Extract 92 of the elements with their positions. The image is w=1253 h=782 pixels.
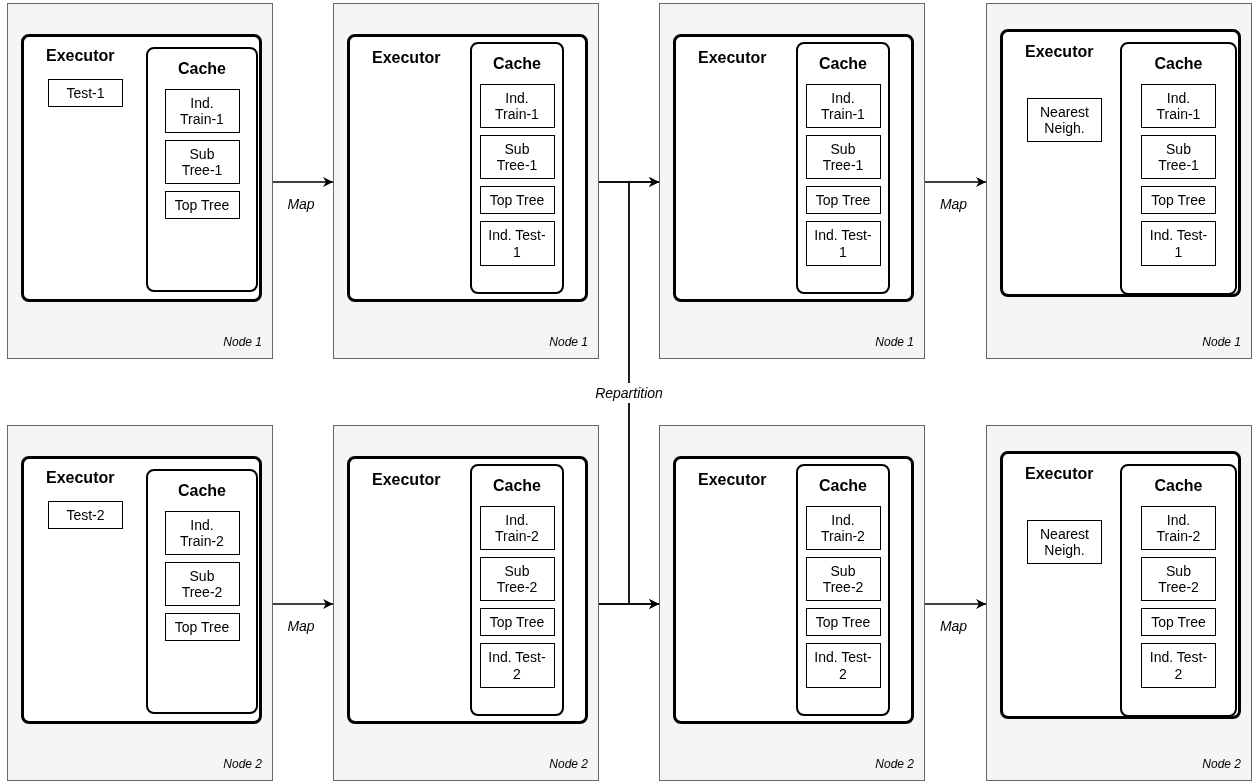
item-box: Top Tree bbox=[1141, 608, 1216, 637]
executor-box bbox=[673, 34, 914, 302]
cache-title: Cache bbox=[177, 60, 227, 78]
item-box: Ind. Train-1 bbox=[164, 89, 240, 134]
item-box: Ind. Train-2 bbox=[164, 511, 240, 556]
item-box: Top Tree bbox=[164, 191, 240, 220]
executor-title: Executor bbox=[698, 471, 767, 489]
item-box: Ind. Test-2 bbox=[479, 643, 555, 688]
item-box: Ind. Train-2 bbox=[805, 506, 881, 551]
executor-box bbox=[21, 456, 262, 724]
executor-title: Executor bbox=[1025, 465, 1094, 483]
cache-box bbox=[1120, 464, 1237, 717]
item-box: Ind. Test-1 bbox=[805, 221, 881, 266]
item-box: Top Tree bbox=[164, 613, 240, 642]
executor-box bbox=[673, 456, 914, 724]
item-box: Top Tree bbox=[805, 608, 881, 637]
edge-label: Map bbox=[939, 196, 968, 212]
edge-label: Map bbox=[287, 618, 315, 634]
node-panel bbox=[659, 425, 925, 781]
item-box: Ind. Train-1 bbox=[479, 84, 555, 129]
item-box: Top Tree bbox=[479, 608, 555, 637]
item-box: Sub Tree-1 bbox=[1141, 135, 1216, 180]
item-box: Test-1 bbox=[48, 79, 123, 108]
cache-title: Cache bbox=[1153, 477, 1204, 495]
cache-title: Cache bbox=[1153, 55, 1204, 73]
node-panel bbox=[7, 3, 273, 359]
item-box: Sub Tree-1 bbox=[479, 135, 555, 180]
item-box: Top Tree bbox=[479, 186, 555, 215]
cache-box bbox=[796, 464, 890, 716]
arrow bbox=[924, 177, 987, 187]
cache-title: Cache bbox=[492, 477, 542, 495]
item-box: Ind. Train-1 bbox=[805, 84, 881, 129]
cache-box bbox=[1120, 42, 1237, 295]
arrow bbox=[272, 599, 334, 609]
item-box: Nearest Neigh. bbox=[1027, 98, 1102, 143]
cache-box bbox=[796, 42, 890, 294]
item-box: Sub Tree-2 bbox=[1141, 557, 1216, 602]
executor-title: Executor bbox=[1025, 43, 1094, 61]
item-box: Ind. Test-1 bbox=[1141, 221, 1216, 266]
node-panel bbox=[7, 425, 273, 781]
node-label: Node 2 bbox=[875, 757, 914, 771]
item-box: Ind. Test-1 bbox=[479, 221, 555, 266]
cache-title: Cache bbox=[492, 55, 542, 73]
item-box: Ind. Train-2 bbox=[1141, 506, 1216, 551]
executor-box bbox=[347, 456, 588, 724]
edge-label: Map bbox=[287, 196, 315, 212]
cache-box bbox=[146, 469, 258, 714]
item-box: Sub Tree-1 bbox=[805, 135, 881, 180]
cache-title: Cache bbox=[818, 55, 868, 73]
arrow bbox=[598, 599, 660, 609]
executor-title: Executor bbox=[46, 47, 115, 65]
item-box: Top Tree bbox=[1141, 186, 1216, 215]
item-box: Test-2 bbox=[48, 501, 123, 530]
item-box: Sub Tree-2 bbox=[805, 557, 881, 602]
edge-label: Repartition bbox=[592, 383, 666, 403]
item-box: Sub Tree-1 bbox=[164, 140, 240, 185]
node-label: Node 1 bbox=[549, 335, 588, 349]
node-panel bbox=[333, 425, 599, 781]
node-label: Node 1 bbox=[223, 335, 262, 349]
executor-title: Executor bbox=[372, 471, 441, 489]
node-label: Node 1 bbox=[1202, 335, 1241, 349]
executor-title: Executor bbox=[46, 469, 115, 487]
cache-box bbox=[146, 47, 258, 292]
arrow bbox=[924, 599, 987, 609]
executor-title: Executor bbox=[372, 49, 441, 67]
item-box: Ind. Train-2 bbox=[479, 506, 555, 551]
item-box: Top Tree bbox=[805, 186, 881, 215]
cache-title: Cache bbox=[818, 477, 868, 495]
edge-label: Map bbox=[939, 618, 968, 634]
item-box: Ind. Train-1 bbox=[1141, 84, 1216, 129]
item-box: Ind. Test-2 bbox=[1141, 643, 1216, 688]
node-label: Node 2 bbox=[549, 757, 588, 771]
node-panel bbox=[659, 3, 925, 359]
node-label: Node 1 bbox=[875, 335, 914, 349]
node-label: Node 2 bbox=[223, 757, 262, 771]
cache-box bbox=[470, 464, 564, 716]
arrow bbox=[272, 177, 334, 187]
executor-title: Executor bbox=[698, 49, 767, 67]
item-box: Nearest Neigh. bbox=[1027, 520, 1102, 565]
node-panel bbox=[986, 425, 1252, 781]
node-panel bbox=[986, 3, 1252, 359]
executor-box bbox=[1000, 451, 1241, 719]
cache-title: Cache bbox=[177, 482, 227, 500]
executor-box bbox=[1000, 29, 1241, 297]
item-box: Sub Tree-2 bbox=[164, 562, 240, 607]
executor-box bbox=[21, 34, 262, 302]
node-label: Node 2 bbox=[1202, 757, 1241, 771]
item-box: Ind. Test-2 bbox=[805, 643, 881, 688]
cache-box bbox=[470, 42, 564, 294]
node-panel bbox=[333, 3, 599, 359]
executor-box bbox=[347, 34, 588, 302]
item-box: Sub Tree-2 bbox=[479, 557, 555, 602]
